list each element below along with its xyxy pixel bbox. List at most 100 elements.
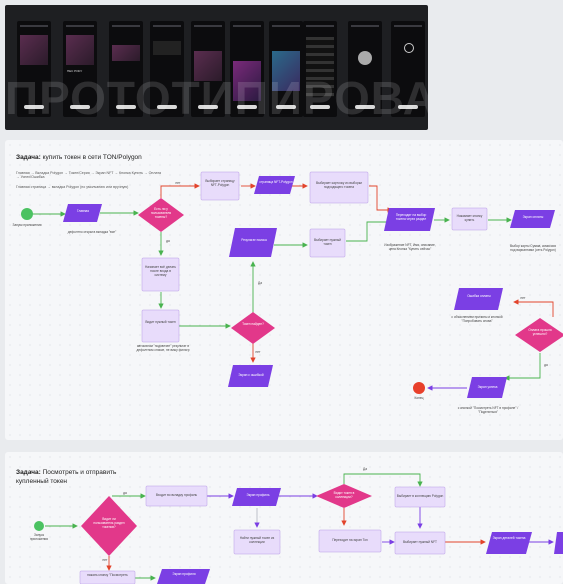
flow2-choose-polygon-action (394, 486, 446, 508)
flow1-path2: Главная страница → вкладка Polygon (по у… (16, 185, 129, 189)
phone-screen (17, 21, 51, 117)
flow1-success-note: с кнопкой "Посмотреть NFT в профиле" / "… (457, 406, 519, 414)
flow1-payment-note: Выбор карты Сумма, комиссия под варианта… (510, 244, 556, 252)
flow1-success-label: Экран успеха (477, 385, 498, 389)
flow1-payment-ok-label: Оплата прошла успешно? (528, 328, 552, 336)
flow1-select-nft-action (200, 171, 240, 201)
flow2-sees-in-collection-label: Видит токен в коллекции? (333, 491, 355, 499)
flow1-nft-page-node (254, 176, 295, 194)
flow2-profile-screen-label: Экран профиль (246, 493, 270, 497)
flow2-profile-screen-node (232, 488, 281, 506)
flow1-choose-token-action (309, 228, 346, 258)
flow2-find-token-action (233, 529, 281, 555)
flow1-buy-label: Нажимает кнопку купить (456, 214, 483, 222)
flow1-nft-page-label: страница NFT-Polygon (259, 180, 293, 184)
flow1-pay-error-note: с объяснением причины и кнопкой "Попробо… (451, 315, 503, 323)
flow1-has-tokens-label: Есть ли у пользователя токены? (150, 207, 172, 219)
flow1-path1: Главная → Вкладка Polygon → Токен/Серия … (16, 171, 161, 180)
flow2-yes1-label: да (123, 491, 127, 495)
flow1-no3-label: нет (520, 296, 526, 300)
flow1-payment-ok-decision (515, 318, 563, 352)
flow1-no2-label: нет (255, 350, 261, 354)
prototype-screens-banner: ПЕС РОКУ ПРОТОТИПИРОВАНИЕ (5, 5, 428, 130)
flow1-token-view-note: Изображение NFT, Имя, описание, цена Кно… (384, 243, 436, 251)
watermark-title: ПРОТОТИПИРОВАНИЕ (5, 72, 428, 124)
flow2-sees-tokens-decision (81, 496, 137, 556)
flow1-pay-error-node (454, 288, 503, 310)
flow2-profile-tab-action (145, 485, 208, 507)
flow2-sees-tokens-label: Видит ли пользователь раздел токенов? (93, 517, 125, 529)
flow1-home-node (63, 204, 102, 222)
flow2-profile-tab-label: Входит во вкладку профиль (155, 493, 198, 497)
flow1-error-screen-node (228, 365, 273, 387)
flow1-end-node (413, 382, 425, 394)
flow1-payment-label: Экран оплаты (522, 215, 544, 219)
phone-screen (150, 21, 184, 117)
flow1-payment-node (510, 210, 555, 228)
flow2-token-details-node (486, 532, 532, 554)
flow1-pay-error-label: Ошибка оплаты (467, 294, 491, 298)
flow2-task: Задача: Посмотреть и отправить купленный… (16, 469, 117, 486)
flow1-home-note: дефолтно открыта вкладка "все" (67, 230, 117, 234)
flow1-search-result-node (229, 228, 277, 257)
flow2-profile-screen2-node (157, 569, 210, 584)
phone-screen (269, 21, 303, 117)
flow1-find-token-note: автоматом "подсвечен" результат в дефолт… (136, 344, 190, 352)
phone-screen (348, 21, 382, 117)
flow1-start-node (21, 208, 33, 220)
flow2-choose-nft-label: Выбирает нужный NFT (402, 540, 438, 544)
flow1-start-label: Запуск приложения (12, 223, 42, 227)
flow1-yes2-label: Да (258, 281, 262, 285)
flow1-yes1-label: да (166, 239, 170, 243)
flow2-go-ton-label: Переходит на экран Ton (332, 538, 368, 542)
flow1-start-action (141, 257, 180, 292)
flow2-next-node (554, 532, 563, 554)
flow1-success-node (467, 377, 507, 398)
flow1-no1-label: нет (175, 181, 181, 185)
flow2-token-details-label: Экран деталей токена (492, 536, 526, 540)
phone-screen (230, 21, 264, 117)
flow1-select-card-action (309, 171, 369, 204)
flow2-start-node (34, 521, 44, 531)
flow1-token-view-node (384, 208, 435, 231)
phone-screen (391, 21, 425, 117)
flow1-home-label: Главная (76, 209, 90, 213)
flow1-select-nft-label: Выбирает страницу NFT-Polygon (205, 179, 235, 187)
flow2-diagram (34, 473, 563, 584)
flow1-start-action-label: Начинает всё делать после входа в систем… (144, 265, 177, 277)
flow1-find-token-action (141, 309, 180, 343)
flow2-view-button-action (79, 570, 136, 584)
flow2-yes2-label: Да (363, 467, 367, 471)
flow2-choose-polygon-label: Выбирает в коллекцию Polygon (396, 494, 444, 498)
phone-screen (191, 21, 225, 117)
flow1-task: Задача: купить токен в сети TON/Polygon (16, 154, 142, 161)
flow1-find-token-label: Видит нужный токен (145, 320, 176, 324)
flow1-panel: Задача: купить токен в сети TON/Polygon … (5, 140, 563, 440)
flow2-profile-screen2-label: Экран профиля (172, 572, 196, 576)
flow1-search-result-label: Результат поиска (241, 238, 267, 242)
flow1-token-view-label: Переходит на выбор токена через раздел (395, 213, 427, 221)
flow1-select-card-label: Выбирает карточку из выборки подходящего… (316, 181, 362, 189)
flow1-has-tokens-decision (138, 198, 184, 232)
flow2-connectors (45, 473, 554, 581)
phone-screen (303, 21, 337, 117)
flow2-no1-label: нет (102, 558, 108, 562)
flow1-end-label: Конец (414, 396, 424, 400)
phone-screen (109, 21, 143, 117)
flow2-view-button-label: нажать кнопку "Посмотреть (87, 573, 128, 577)
flow2-start-label: Запуск приложения (29, 533, 49, 541)
flow1-choose-token-label: Выбирает нужный токен (314, 238, 341, 246)
flow2-panel: Задача: Посмотреть и отправить купленный… (5, 452, 563, 584)
flow1-error-screen-label: Экран с ошибкой (238, 373, 264, 377)
flow1-connectors (33, 183, 554, 391)
flow2-find-token-label: Найти нужный токен из коллекции (239, 536, 275, 544)
phone-screen: ПЕС РОКУ (63, 21, 97, 117)
flow1-buy-action (451, 207, 488, 231)
flow1-token-found-decision (231, 312, 275, 344)
flow2-choose-nft-action (394, 531, 446, 555)
flow1-yes3-label: да (544, 363, 548, 367)
flow2-sees-in-collection-decision (316, 484, 372, 508)
flow2-go-ton-action (318, 529, 382, 553)
flow1-diagram (21, 171, 563, 398)
flow1-token-found-label: Токен найден? (242, 322, 264, 326)
